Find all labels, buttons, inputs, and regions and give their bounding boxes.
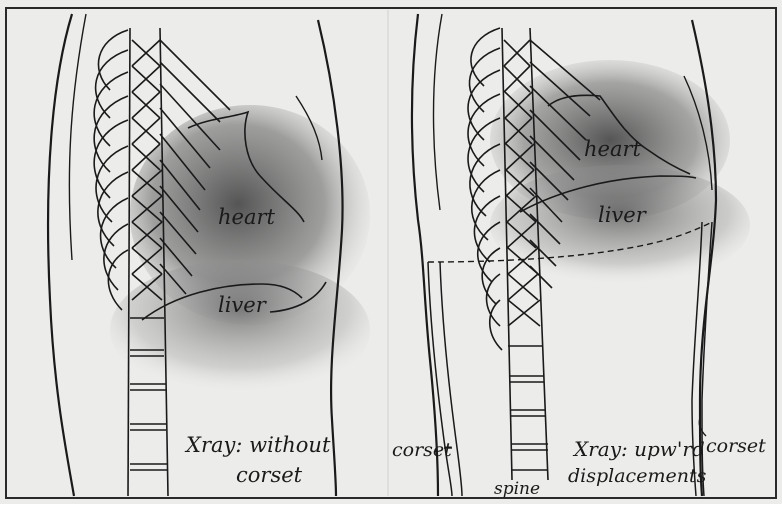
left-heart-label: heart <box>218 205 276 229</box>
right-liver-label: liver <box>598 203 648 227</box>
left-caption-line1: Xray: without <box>184 433 331 457</box>
left-liver-label: liver <box>218 293 268 317</box>
left-caption-line2: corset <box>236 463 303 487</box>
right-caption-line2: displacements <box>568 465 707 487</box>
right-caption-line1: Xray: upw'rd <box>572 437 705 461</box>
right-heart-label: heart <box>584 137 642 161</box>
right-corset-right-label: corset <box>706 435 766 457</box>
right-corset-left-label: corset <box>392 439 452 461</box>
right-spine-label: spine <box>494 479 540 499</box>
